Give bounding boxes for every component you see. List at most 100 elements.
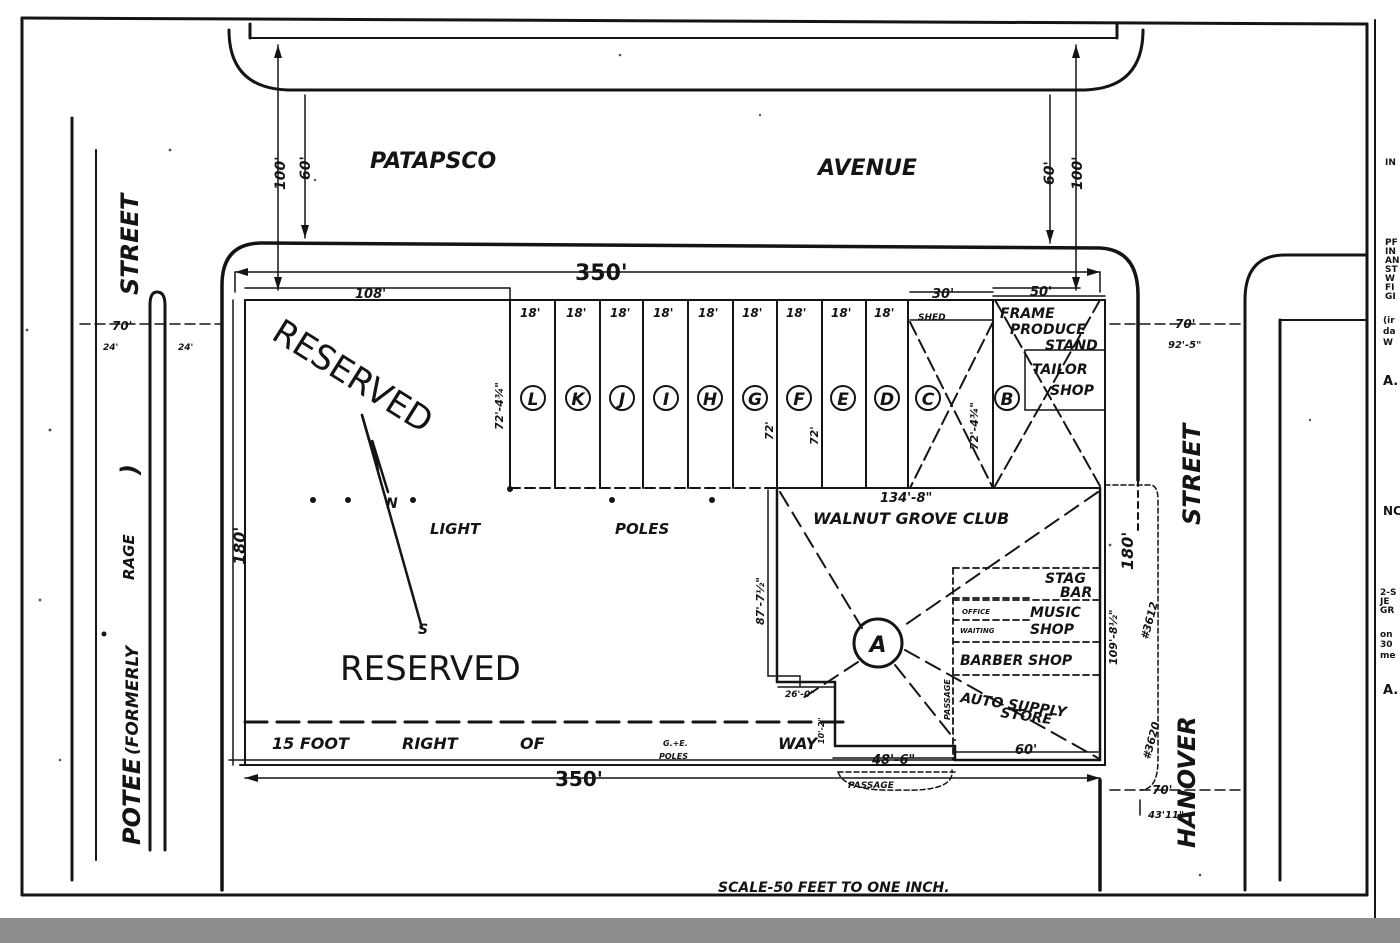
dim-24-right: 24' [178, 343, 193, 353]
block-outline [220, 241, 1140, 892]
street-potee-paren: ) [116, 464, 144, 476]
shed-label: SHED [918, 313, 946, 323]
street-potee-upper: STREET [116, 192, 144, 295]
plate-border [20, 16, 1376, 919]
lot-grid [509, 295, 1106, 489]
dim-50: 50' [1030, 285, 1052, 300]
tailor-shop-2: SHOP [1050, 383, 1095, 399]
demolition-crosses [909, 299, 1101, 489]
svg-text:30: 30 [1380, 640, 1393, 650]
potee-street-lines [70, 116, 167, 882]
dim-87-7: 87'-7½" [754, 577, 767, 625]
dim-24-left: 24' [103, 343, 118, 353]
scale-note: SCALE-50 FEET TO ONE INCH. [718, 880, 950, 896]
dim-lot-5: 18' [698, 306, 718, 320]
dim-lot-7: 18' [786, 306, 806, 320]
lot-j: J [616, 390, 625, 410]
street-patapsco-word-1: PATAPSCO [370, 149, 496, 174]
street-potee-rage: RAGE [120, 534, 138, 580]
north-arrow-s: S [418, 622, 428, 638]
dim-10: 10'-2" [817, 717, 826, 744]
dim-lot-2: 18' [566, 306, 586, 320]
right-of-way-3: OF [520, 734, 545, 753]
dim-70-left: 70' [112, 319, 132, 333]
svg-text:IN: IN [1385, 158, 1396, 168]
light-label: LIGHT [430, 520, 482, 538]
lot-b: B [1001, 390, 1014, 410]
dim-108: 108' [355, 287, 386, 302]
tailor-shop-1: TAILOR [1032, 362, 1088, 378]
shop-partitions [952, 567, 1101, 761]
svg-text:JE: JE [1379, 597, 1390, 607]
svg-text:GI: GI [1385, 292, 1396, 302]
lot-k: K [571, 390, 586, 410]
dim-60-right: 60' [1042, 161, 1058, 185]
light-poles [101, 486, 715, 637]
svg-text:W: W [1385, 274, 1395, 284]
dim-100-right: 100' [1070, 156, 1086, 190]
street-potee-formerly: (FORMERLY [123, 644, 143, 755]
poles-label: POLES [615, 520, 669, 538]
lot-circles [520, 385, 1020, 411]
dim-3620: #3620 [1140, 720, 1163, 761]
waiting-label: WAITING [960, 627, 995, 635]
scan-marks [25, 53, 1312, 877]
auto-supply-2: STORE [999, 705, 1053, 728]
lot-g: G [748, 390, 762, 410]
svg-text:AN: AN [1385, 256, 1400, 266]
svg-text:ST: ST [1385, 265, 1398, 275]
dimension-lines [79, 44, 1246, 816]
svg-text:GR: GR [1380, 606, 1394, 616]
club-label: WALNUT GROVE CLUB [813, 509, 1009, 528]
dim-lot-3: 18' [610, 306, 630, 320]
passage-vertical: PASSAGE [943, 679, 952, 720]
dim-bottom-350: 350' [555, 767, 603, 791]
svg-text:A.: A. [1383, 374, 1398, 389]
produce-stand-3: STAND [1045, 338, 1098, 354]
ge-poles-1: G.⁠+E. [663, 739, 688, 748]
dim-70-right: 70' [1175, 317, 1195, 331]
dim-92: 92'-5" [1168, 340, 1201, 351]
svg-text:A.: A. [1383, 683, 1398, 698]
hanover-street-lines [1243, 253, 1369, 892]
dim-72-g: 72' [763, 421, 776, 440]
clipped-column-text: IN PF IN AN ST W FI GI (ir da W A. NC 2-… [1379, 158, 1400, 698]
produce-stand-2: PRODUCE [1010, 322, 1086, 338]
dim-lot-8: 18' [831, 306, 851, 320]
dim-26: 26'-0" [785, 690, 815, 700]
stag-bar-1: STAG [1045, 571, 1086, 587]
dim-43: 43'11" [1147, 810, 1184, 821]
lot-i: I [663, 390, 669, 410]
svg-text:on: on [1380, 630, 1393, 640]
svg-text:2-S: 2-S [1380, 588, 1396, 598]
music-shop-1: MUSIC [1030, 605, 1082, 621]
dim-72-f: 72' [808, 426, 821, 445]
building-marker-a [852, 617, 904, 669]
svg-text:W: W [1383, 338, 1393, 348]
north-arrow [360, 413, 424, 630]
produce-stand-1: FRAME [1000, 306, 1055, 322]
street-hanover-name: HANOVER [1173, 716, 1201, 848]
dim-48-6: 48'-6" [871, 753, 915, 768]
window-bottom-bar [0, 918, 1400, 943]
lot-f: F [793, 390, 805, 410]
lot-e: E [837, 390, 849, 410]
svg-text:PF: PF [1385, 238, 1398, 248]
dim-lot-4: 18' [653, 306, 673, 320]
svg-text:NC: NC [1383, 504, 1400, 518]
lot-l: L [528, 390, 539, 410]
arrow-heads [235, 45, 1100, 782]
dim-72-434: 72'-4¾" [493, 382, 506, 430]
lot-h: H [703, 390, 717, 410]
street-hanover-upper: STREET [1178, 422, 1206, 525]
passage-bottom: PASSAGE [848, 781, 895, 791]
svg-text:FI: FI [1385, 283, 1395, 293]
right-of-way-1: 15 FOOT [272, 734, 350, 753]
right-of-way-2: RIGHT [402, 734, 459, 753]
dim-60-store: 60' [1015, 743, 1037, 758]
club-diagonals [779, 491, 1099, 759]
svg-text:da: da [1383, 327, 1396, 337]
svg-text:(ir: (ir [1383, 316, 1395, 326]
north-arrow-n: N [386, 496, 398, 512]
